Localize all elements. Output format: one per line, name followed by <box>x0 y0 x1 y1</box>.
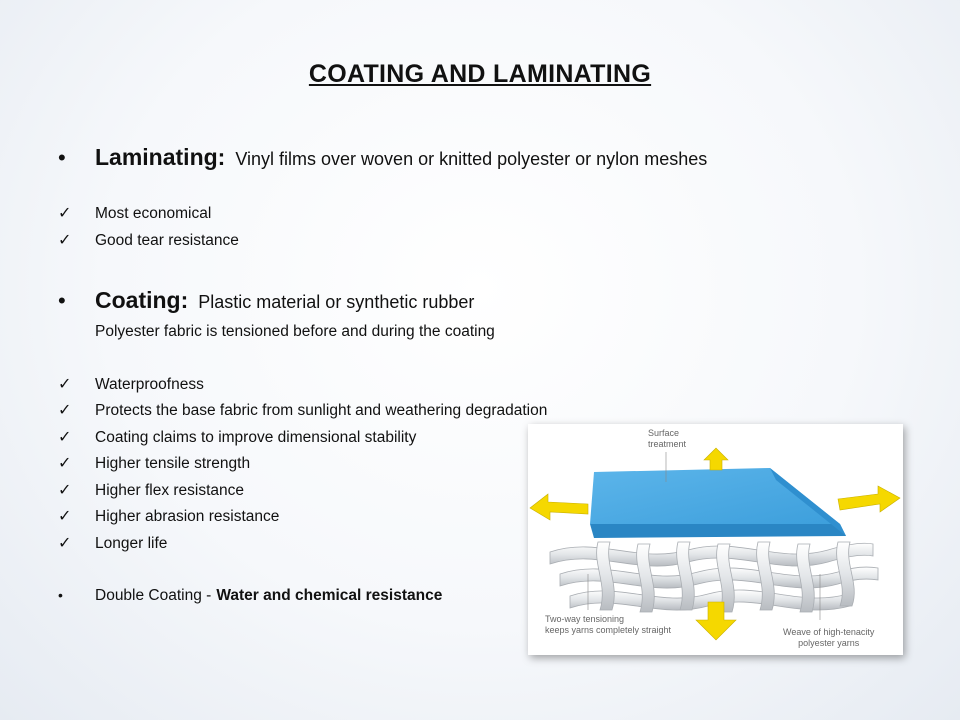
label-leader-lines <box>587 452 821 620</box>
down-arrow-icon <box>695 601 737 641</box>
bullet-icon: • <box>58 145 66 170</box>
list-item: ✓ Higher tensile strength <box>58 453 250 473</box>
check-icon: ✓ <box>58 429 72 446</box>
figure-label-line: Two-way tensioning <box>545 614 625 624</box>
coating-item: Higher abrasion resistance <box>95 508 280 525</box>
laminating-bullet: • Laminating: Vinyl films over woven or … <box>58 144 707 171</box>
laminating-item: Good tear resistance <box>95 232 239 249</box>
slide-title: COATING AND LAMINATING <box>308 60 652 88</box>
double-coating-label: Double Coating - <box>95 587 212 604</box>
list-item: ✓ Waterproofness <box>58 374 204 394</box>
figure-label-line: Weave of high-tenacity <box>783 627 875 637</box>
list-item: ✓ Longer life <box>58 533 167 553</box>
figure-label-line: polyester yarns <box>798 638 860 648</box>
coating-bullet: • Coating: Plastic material or synthetic… <box>58 287 474 314</box>
weave-label: Weave of high-tenacity polyester yarns <box>783 627 874 649</box>
check-icon: ✓ <box>58 482 72 499</box>
figure-label-line: Surface <box>648 428 680 438</box>
bullet-icon: • <box>58 587 63 603</box>
coating-item: Coating claims to improve dimensional st… <box>95 429 417 446</box>
check-icon: ✓ <box>58 376 72 393</box>
left-arrow-icon <box>529 493 589 521</box>
right-arrow-icon <box>837 485 901 513</box>
coating-description: Plastic material or synthetic rubber <box>198 292 475 312</box>
list-item: ✓ Higher flex resistance <box>58 480 244 500</box>
figure-label-line: keeps yarns completely straight <box>545 625 672 635</box>
surface-treatment-label: Surface treatment <box>648 428 686 450</box>
coating-heading: Coating: <box>95 287 189 313</box>
woven-yarn-mesh <box>549 541 879 613</box>
check-icon: ✓ <box>58 205 72 222</box>
list-item: ✓ Higher abrasion resistance <box>58 506 279 526</box>
check-icon: ✓ <box>58 535 72 552</box>
coating-item: Higher flex resistance <box>95 482 245 499</box>
list-item: ✓ Coating claims to improve dimensional … <box>58 427 416 447</box>
laminating-item: Most economical <box>95 205 212 222</box>
tensioning-label: Two-way tensioning keeps yarns completel… <box>545 614 671 636</box>
double-coating-bullet: • Double Coating - Water and chemical re… <box>58 587 442 605</box>
check-icon: ✓ <box>58 402 72 419</box>
check-icon: ✓ <box>58 232 72 249</box>
up-arrow-icon <box>703 447 729 471</box>
coating-item: Higher tensile strength <box>95 455 251 472</box>
coating-item: Protects the base fabric from sunlight a… <box>95 402 548 419</box>
double-coating-emphasis: Water and chemical resistance <box>216 587 443 604</box>
figure-label-line: treatment <box>648 439 687 449</box>
list-item: ✓ Good tear resistance <box>58 230 239 250</box>
coating-item: Longer life <box>95 535 168 552</box>
list-item: ✓ Protects the base fabric from sunlight… <box>58 400 547 420</box>
check-icon: ✓ <box>58 508 72 525</box>
fabric-diagram <box>529 447 901 641</box>
list-item: ✓ Most economical <box>58 203 211 223</box>
check-icon: ✓ <box>58 455 72 472</box>
coating-subtext: Polyester fabric is tensioned before and… <box>95 323 495 340</box>
bullet-icon: • <box>58 288 66 313</box>
fabric-structure-figure: Surface treatment Two-way tensioning kee… <box>528 424 903 655</box>
surface-coating-layer <box>590 468 846 538</box>
laminating-description: Vinyl films over woven or knitted polyes… <box>235 149 708 169</box>
coating-item: Waterproofness <box>95 376 204 393</box>
laminating-heading: Laminating: <box>95 144 226 170</box>
